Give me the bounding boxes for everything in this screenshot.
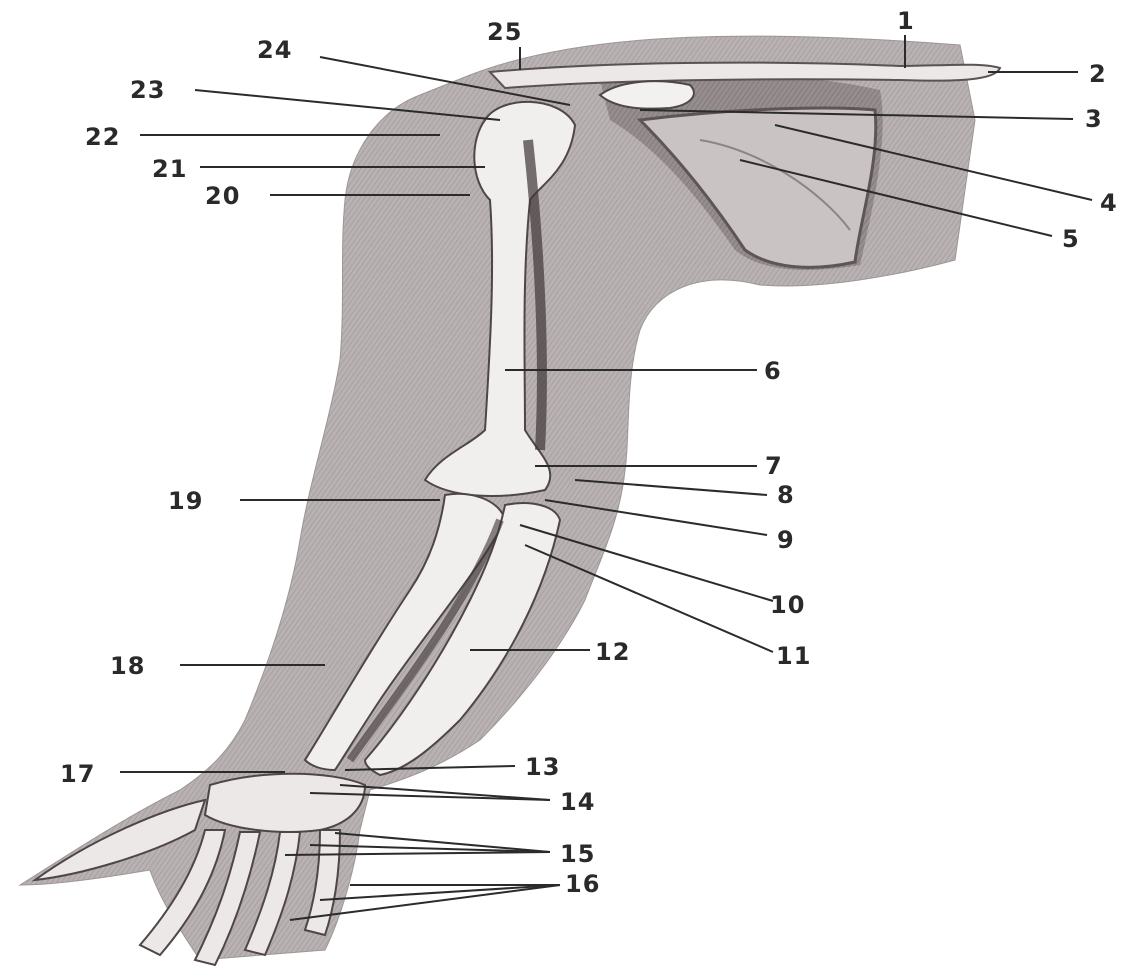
label-6: 6: [764, 357, 782, 385]
label-20: 20: [205, 182, 240, 210]
label-3: 3: [1085, 105, 1103, 133]
label-19: 19: [168, 487, 203, 515]
label-25: 25: [487, 18, 522, 46]
label-12: 12: [595, 638, 630, 666]
label-21: 21: [152, 155, 187, 183]
label-9: 9: [777, 526, 795, 554]
label-4: 4: [1100, 189, 1118, 217]
label-13: 13: [525, 753, 560, 781]
label-1: 1: [897, 7, 915, 35]
label-14: 14: [560, 788, 595, 816]
label-23: 23: [130, 76, 165, 104]
label-22: 22: [85, 123, 120, 151]
label-24: 24: [257, 36, 292, 64]
label-18: 18: [110, 652, 145, 680]
label-16: 16: [565, 870, 600, 898]
label-11: 11: [776, 642, 811, 670]
label-17: 17: [60, 760, 95, 788]
label-7: 7: [765, 452, 783, 480]
label-15: 15: [560, 840, 595, 868]
label-10: 10: [770, 591, 805, 619]
label-5: 5: [1062, 225, 1080, 253]
label-8: 8: [777, 481, 795, 509]
label-2: 2: [1089, 60, 1107, 88]
